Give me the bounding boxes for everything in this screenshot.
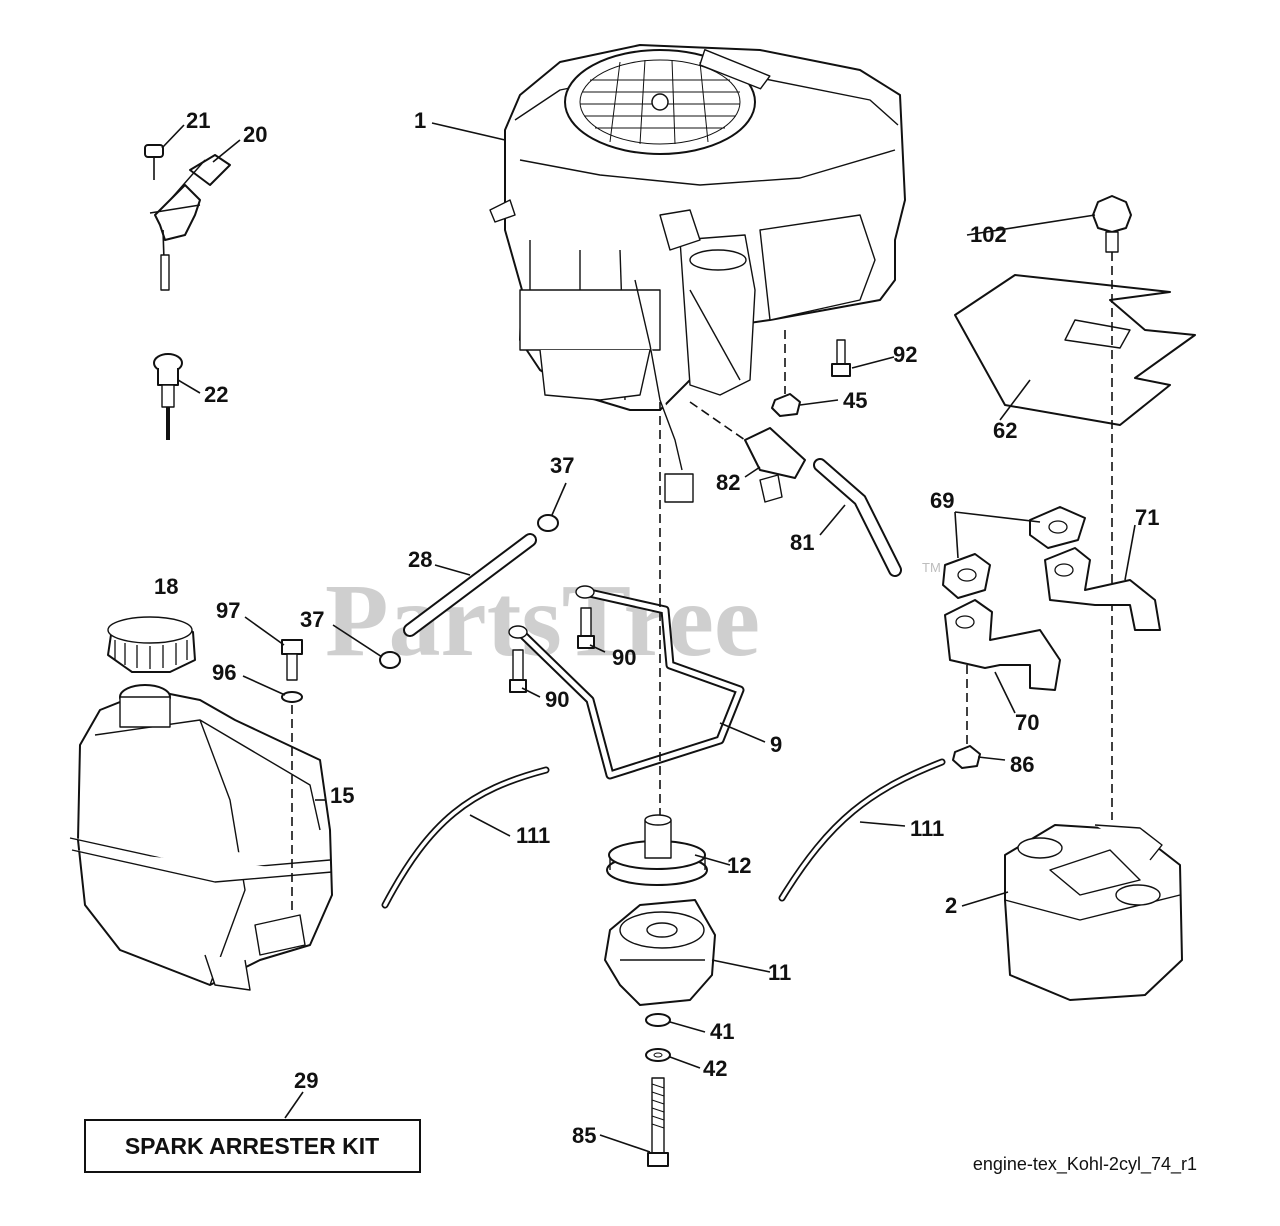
washer-42-part[interactable] xyxy=(645,1048,671,1062)
nut-45-part[interactable] xyxy=(771,393,801,417)
callout-37-lower: 37 xyxy=(300,607,324,632)
bolt-21-part[interactable] xyxy=(144,144,164,180)
callout-102: 102 xyxy=(970,222,1007,247)
callout-92: 92 xyxy=(893,342,917,367)
callout-22: 22 xyxy=(204,382,228,407)
spark-arrester-kit[interactable]: SPARK ARRESTER KIT xyxy=(84,1119,421,1173)
washer-96-part[interactable] xyxy=(281,691,303,703)
knob-102-part[interactable] xyxy=(1092,195,1132,253)
clamp-37-upper-part[interactable] xyxy=(537,514,559,532)
callout-42: 42 xyxy=(703,1056,727,1081)
bracket-9-part[interactable] xyxy=(508,585,745,780)
heat-shield-part[interactable] xyxy=(954,274,1196,426)
callouts: 1 2 9 11 12 15 18 20 21 22 28 29 37 37 4… xyxy=(154,108,1159,1148)
fuel-cap-part[interactable] xyxy=(107,616,196,673)
callout-29: 29 xyxy=(294,1068,318,1093)
pipe-71-part[interactable] xyxy=(1044,547,1161,631)
hose-81-part[interactable] xyxy=(813,458,902,577)
callout-2: 2 xyxy=(945,893,957,918)
knob-22-part[interactable] xyxy=(153,353,183,440)
diagram-code: engine-tex_Kohl-2cyl_74_r1 xyxy=(973,1154,1197,1175)
callout-85: 85 xyxy=(572,1123,596,1148)
bolt-97-part[interactable] xyxy=(281,639,303,681)
washer-41-part[interactable] xyxy=(645,1013,671,1027)
bolt-90-upper-part[interactable] xyxy=(577,607,595,649)
callout-81: 81 xyxy=(790,530,814,555)
callout-1: 1 xyxy=(414,108,426,133)
watermark-tm: TM xyxy=(922,560,941,575)
callout-18: 18 xyxy=(154,574,178,599)
callout-9: 9 xyxy=(770,732,782,757)
bolt-90-lower-part[interactable] xyxy=(509,649,527,693)
callout-62: 62 xyxy=(993,418,1017,443)
bolt-85-part[interactable] xyxy=(647,1077,669,1167)
callout-111-left: 111 xyxy=(516,823,550,848)
pipe-70-part[interactable] xyxy=(944,599,1061,691)
fuel-tank-part[interactable] xyxy=(69,684,333,991)
hose-28-part[interactable] xyxy=(403,533,537,637)
callout-45: 45 xyxy=(843,388,867,413)
wire-harness-part[interactable] xyxy=(634,279,694,503)
gasket-69-upper-part[interactable] xyxy=(1029,506,1086,549)
fuel-pump-part[interactable] xyxy=(689,401,806,503)
leader-lines xyxy=(161,122,1136,1153)
callout-20: 20 xyxy=(243,122,267,147)
callout-71: 71 xyxy=(1135,505,1159,530)
callout-28: 28 xyxy=(408,547,432,572)
callout-41: 41 xyxy=(710,1019,734,1044)
callout-96: 96 xyxy=(212,660,236,685)
callout-86: 86 xyxy=(1010,752,1034,777)
bolt-92-part[interactable] xyxy=(831,339,851,377)
callout-97: 97 xyxy=(216,598,240,623)
hose-111-left-part[interactable] xyxy=(381,766,550,909)
gasket-69-lower-part[interactable] xyxy=(942,553,991,599)
clutch-11-part[interactable] xyxy=(604,899,716,1006)
callout-90-lower: 90 xyxy=(545,687,569,712)
engine-part[interactable] xyxy=(489,44,906,411)
callout-37-upper: 37 xyxy=(550,453,574,478)
callout-82: 82 xyxy=(716,470,740,495)
hose-111-right-part[interactable] xyxy=(778,758,946,902)
clamp-37-lower-part[interactable] xyxy=(379,651,401,669)
callout-69: 69 xyxy=(930,488,954,513)
throttle-control-part[interactable] xyxy=(149,154,231,291)
callout-21: 21 xyxy=(186,108,210,133)
callout-90-upper: 90 xyxy=(612,645,636,670)
spark-arrester-kit-label: SPARK ARRESTER KIT xyxy=(125,1133,379,1159)
callout-111-right: 111 xyxy=(910,816,944,841)
callout-12: 12 xyxy=(727,853,751,878)
callout-15: 15 xyxy=(330,783,354,808)
pulley-12-part[interactable] xyxy=(606,814,708,886)
callout-70: 70 xyxy=(1015,710,1039,735)
callout-11: 11 xyxy=(768,960,791,985)
nut-86-part[interactable] xyxy=(952,745,981,769)
muffler-part[interactable] xyxy=(1004,824,1183,1001)
